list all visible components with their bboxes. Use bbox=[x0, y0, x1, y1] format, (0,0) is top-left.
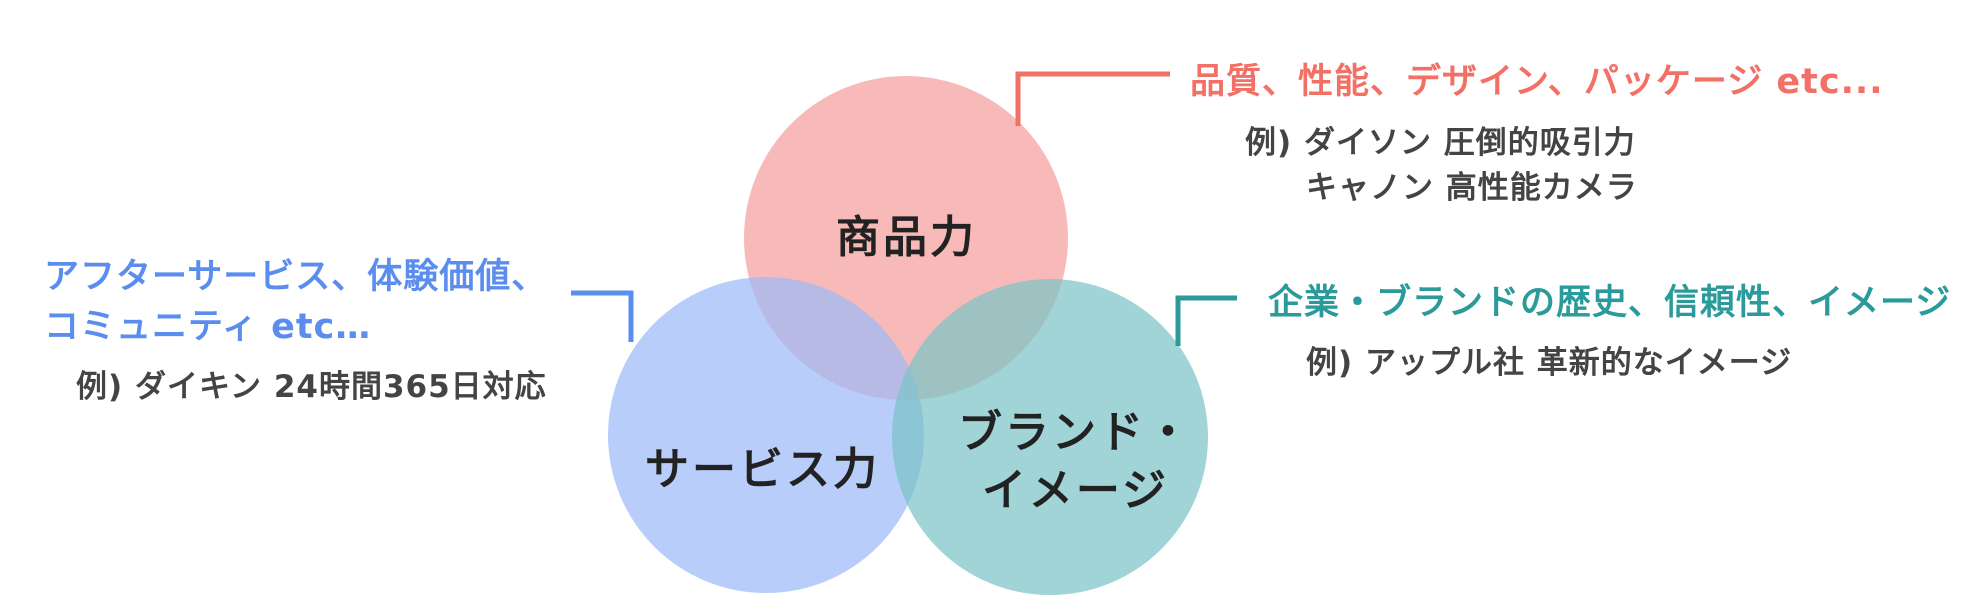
brand-connector-line bbox=[1175, 295, 1237, 346]
product-connector-line bbox=[1015, 71, 1170, 126]
service-circle-label: サービス力 bbox=[645, 444, 880, 495]
brand-circle bbox=[892, 279, 1208, 595]
brand-headline: 企業・ブランドの歴史、信頼性、イメージ bbox=[1268, 283, 1952, 323]
service-connector-line bbox=[571, 290, 634, 342]
service-circle bbox=[608, 277, 924, 593]
brand-circle-label-line2: イメージ bbox=[981, 465, 1170, 516]
product-example-line2: キャノン 高性能カメラ bbox=[1306, 170, 1638, 206]
service-headline-line2: コミュニティ etc… bbox=[44, 307, 372, 347]
brand-circle-label-line1: ブランド・ bbox=[958, 407, 1193, 458]
service-example-line1: 例) ダイキン 24時間365日対応 bbox=[76, 369, 547, 405]
brand-example-line1: 例) アップル社 革新的なイメージ bbox=[1306, 345, 1793, 381]
service-headline-line1: アフターサービス、体験価値、 bbox=[44, 257, 548, 297]
product-example-line1: 例) ダイソン 圧倒的吸引力 bbox=[1245, 125, 1636, 161]
product-headline: 品質、性能、デザイン、パッケージ etc... bbox=[1190, 62, 1884, 102]
product-circle-label: 商品力 bbox=[836, 212, 977, 263]
brand-circle-label: ブランド・ イメージ bbox=[958, 404, 1193, 520]
